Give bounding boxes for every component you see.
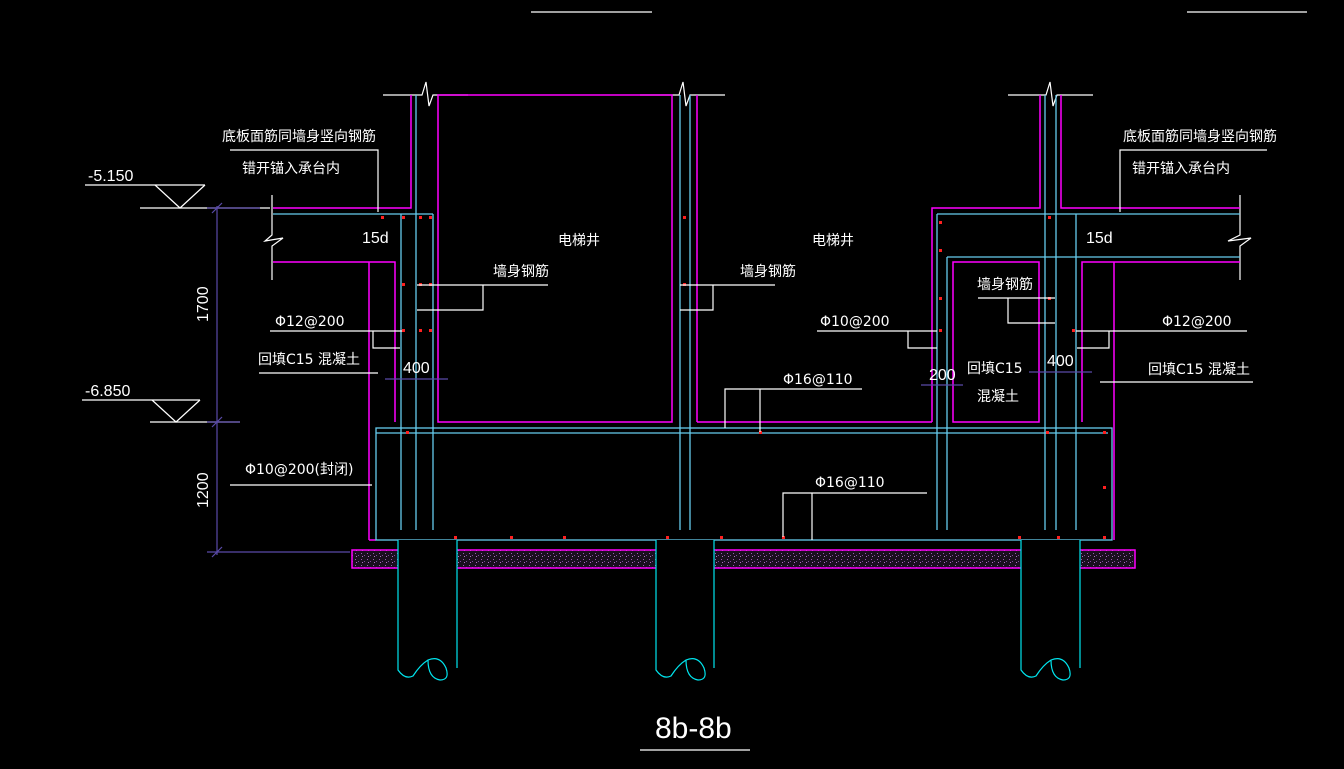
rebar-label-left: Φ12@200 <box>275 314 345 330</box>
note-top-rebar-right-1: 底板面筋同墙身竖向钢筋 <box>1123 128 1277 145</box>
raft-top-rebar-label: Φ16@110 <box>783 372 853 388</box>
piles <box>397 540 1081 681</box>
anchor-15d-left: 15d <box>362 230 389 247</box>
section-title: 8b-8b <box>655 712 732 745</box>
annotations: 底板面筋同墙身竖向钢筋 错开锚入承台内 底板面筋同墙身竖向钢筋 错开锚入承台内 … <box>222 128 1277 745</box>
leader-lines <box>230 149 1267 751</box>
dim-400-left: 400 <box>403 360 430 377</box>
backfill-label-pit-2: 混凝土 <box>977 389 1019 405</box>
horizontal-dimensions <box>385 371 1092 386</box>
elevator-shaft-label-2: 电梯井 <box>812 233 854 249</box>
cushion-layer <box>351 549 1136 569</box>
anchor-15d-right: 15d <box>1086 230 1113 247</box>
rebar-lines <box>273 95 1240 541</box>
backfill-label-right: 回填C15 混凝土 <box>1148 362 1250 378</box>
wall-rebar-label-2: 墙身钢筋 <box>740 263 796 280</box>
raft-bottom-rebar-label: Φ16@110 <box>815 475 885 491</box>
elevation-marker-lower: -6.850 <box>82 383 240 423</box>
backfill-label-pit-1: 回填C15 <box>967 361 1023 377</box>
dim-1200: 1200 <box>195 472 212 508</box>
dim-1700: 1700 <box>195 286 212 322</box>
wall-rebar-label-1: 墙身钢筋 <box>493 263 549 280</box>
elevator-shaft-label-1: 电梯井 <box>558 233 600 249</box>
wall-rebar-label-3: 墙身钢筋 <box>977 276 1033 293</box>
rebar-label-pit: Φ10@200 <box>820 314 890 330</box>
dim-200-pit: 200 <box>929 367 956 384</box>
note-top-rebar-left-2: 错开锚入承台内 <box>242 161 340 177</box>
elevation-label-lower: -6.850 <box>85 383 130 400</box>
concrete-outline <box>273 94 1240 541</box>
wall-break-lines <box>262 81 1252 280</box>
backfill-label-left: 回填C15 混凝土 <box>258 352 360 368</box>
elevation-label-upper: -5.150 <box>88 168 133 185</box>
note-top-rebar-left-1: 底板面筋同墙身竖向钢筋 <box>222 128 376 145</box>
note-top-rebar-right-2: 错开锚入承台内 <box>1132 161 1230 177</box>
raft-side-rebar-label: Φ10@200(封闭) <box>245 462 353 478</box>
vertical-dimension: 1700 1200 <box>195 202 350 558</box>
rebar-label-right: Φ12@200 <box>1162 314 1232 330</box>
elevation-marker-upper: -5.150 <box>85 168 270 209</box>
dim-400-right: 400 <box>1047 353 1074 370</box>
